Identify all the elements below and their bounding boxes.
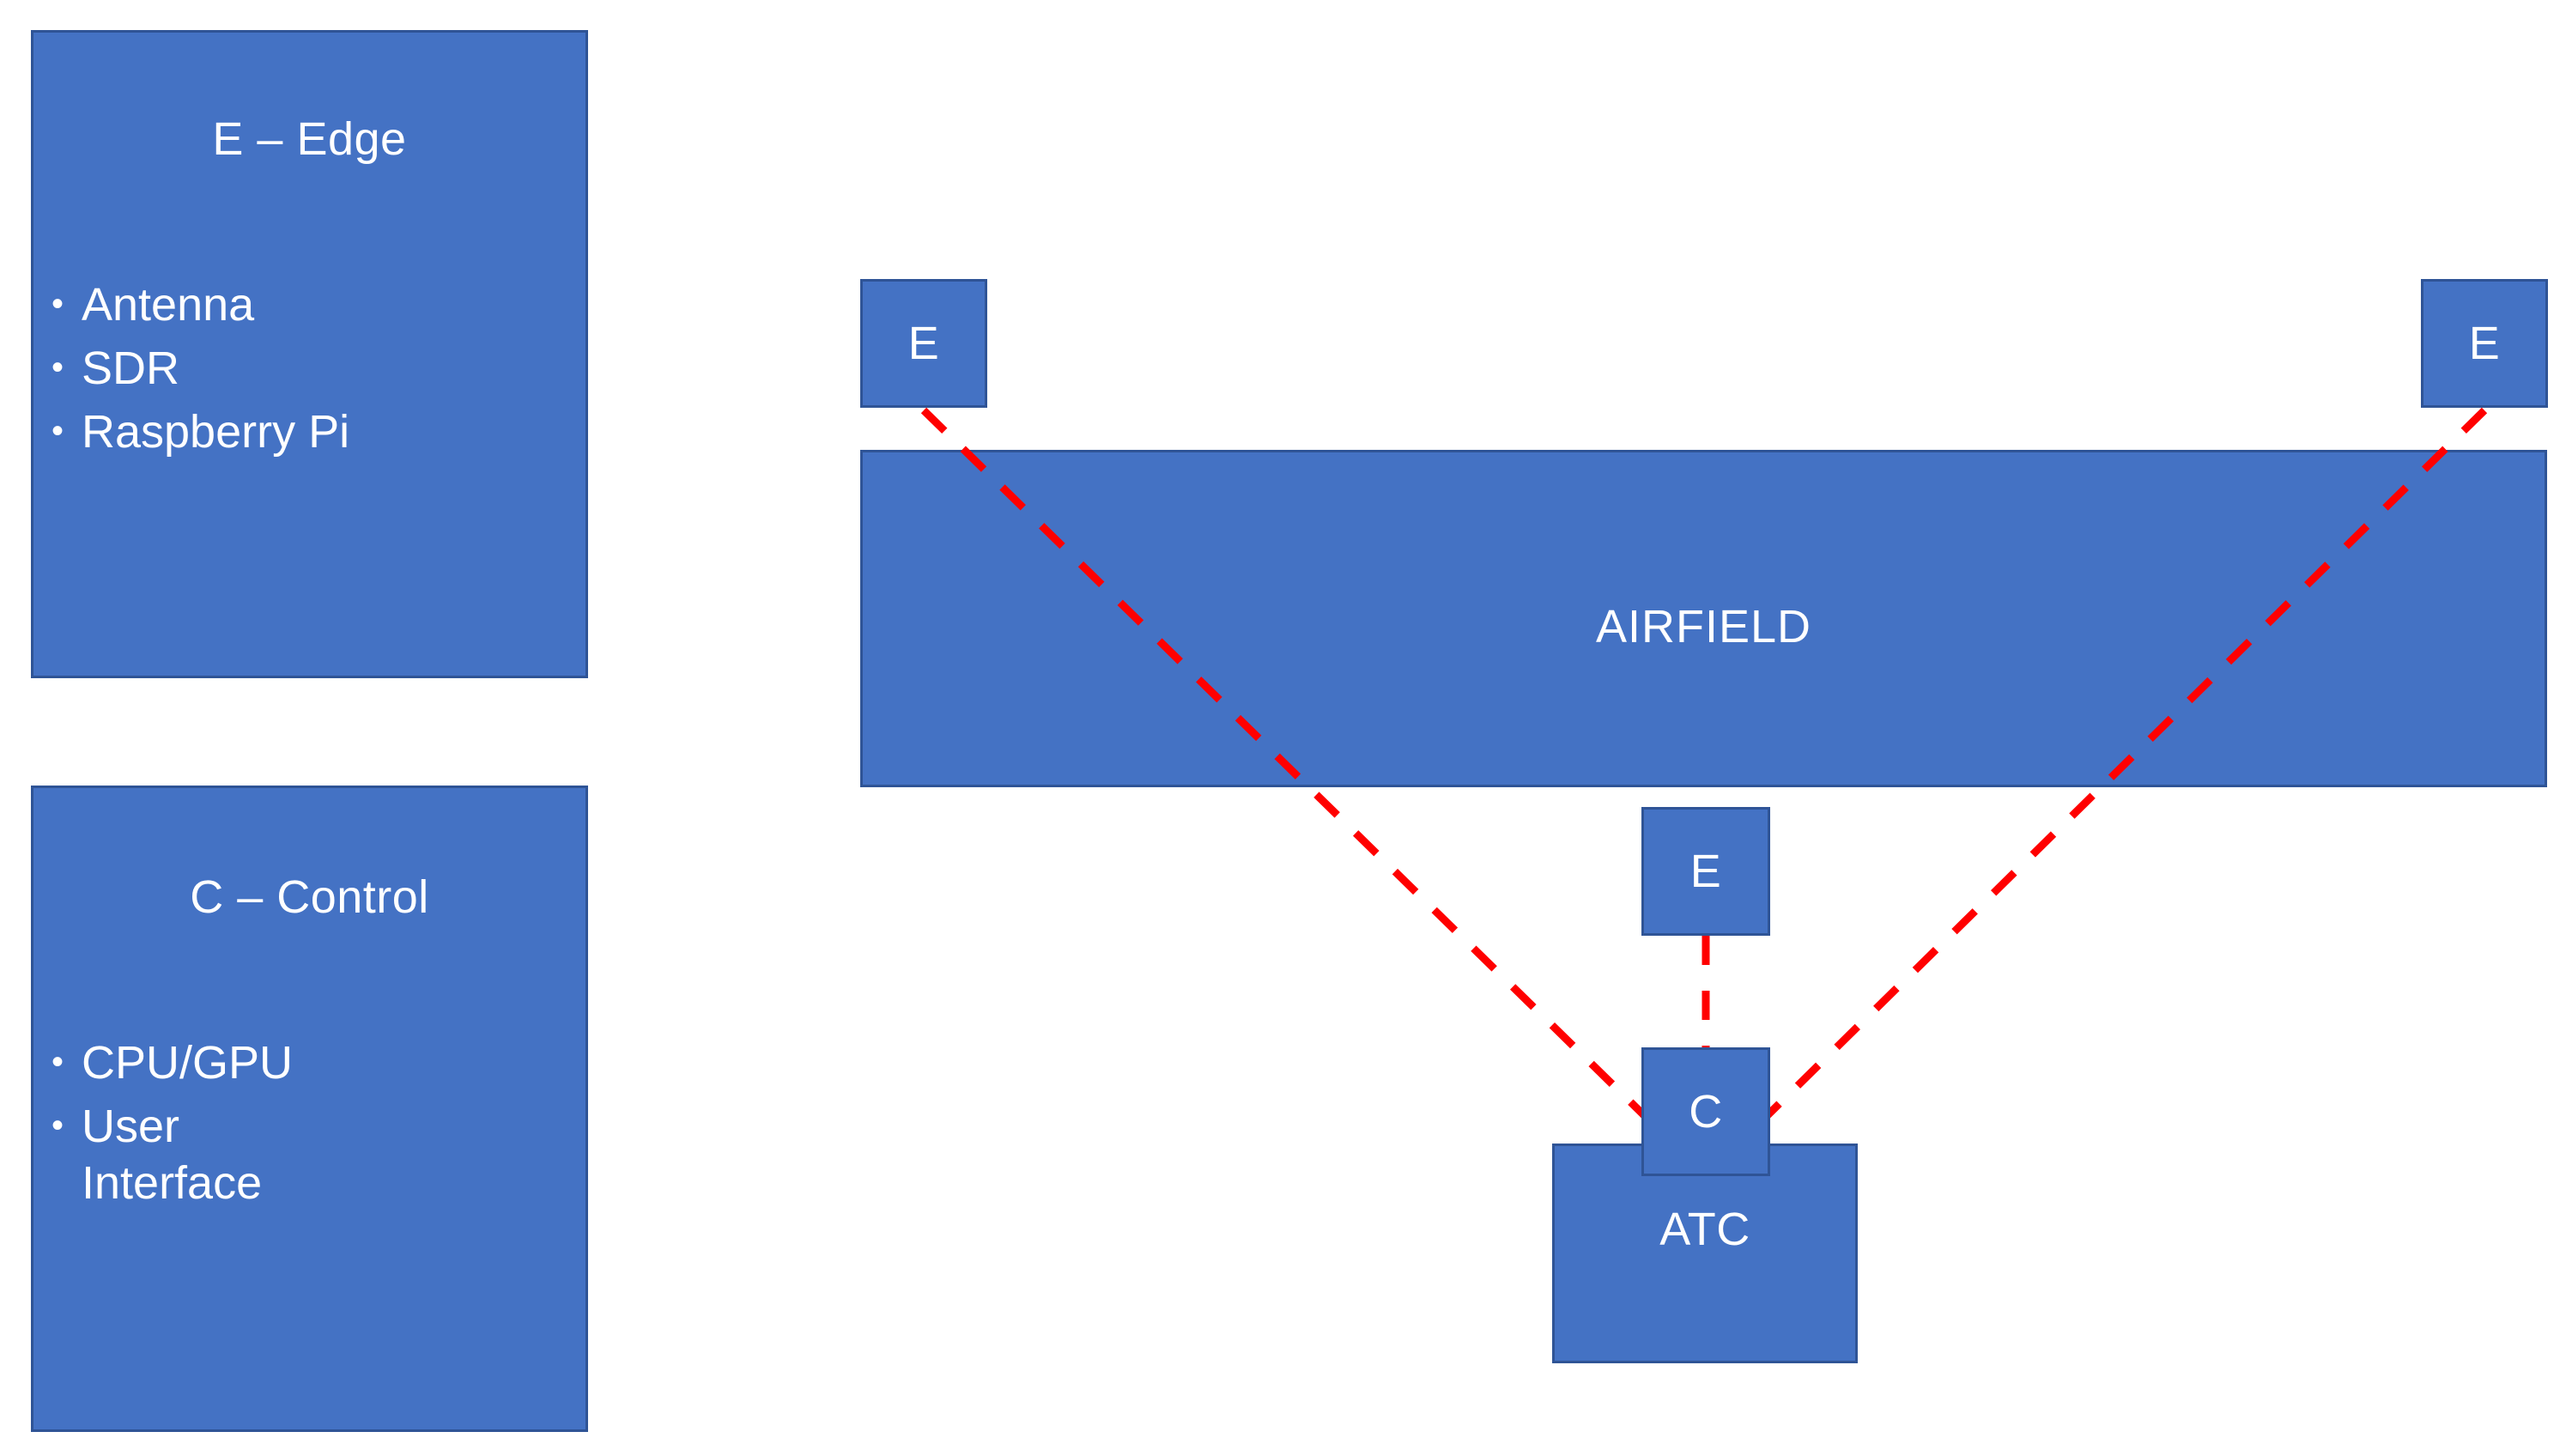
legend-panel-edge: E – Edge • Antenna • SDR • Raspberry Pi bbox=[31, 30, 588, 678]
edge-node-left-label: E bbox=[907, 318, 940, 369]
edge-node-center-label: E bbox=[1689, 846, 1722, 897]
edge-node-left: E bbox=[860, 279, 987, 408]
bullet-icon: • bbox=[51, 1043, 64, 1081]
atc-box: ATC bbox=[1552, 1144, 1858, 1363]
legend-item-label: CPU/GPU bbox=[82, 1037, 294, 1089]
legend-list-control: • CPU/GPU • User Interface bbox=[33, 1035, 585, 1219]
airfield-label: AIRFIELD bbox=[1595, 601, 1812, 652]
bullet-icon: • bbox=[51, 348, 64, 386]
edge-node-right: E bbox=[2421, 279, 2548, 408]
edge-node-right-label: E bbox=[2468, 318, 2501, 369]
legend-item-label: Raspberry Pi bbox=[82, 405, 350, 458]
legend-item-sdr: • SDR bbox=[33, 341, 585, 397]
legend-item-cpu-gpu: • CPU/GPU bbox=[33, 1035, 345, 1092]
legend-title-control: C – Control bbox=[190, 871, 429, 923]
bullet-icon: • bbox=[51, 1106, 64, 1144]
legend-list-edge: • Antenna • SDR • Raspberry Pi bbox=[33, 277, 585, 468]
legend-item-label: Antenna bbox=[82, 279, 255, 331]
airfield-box: AIRFIELD bbox=[860, 450, 2547, 787]
bullet-icon: • bbox=[51, 411, 64, 450]
atc-label: ATC bbox=[1659, 1204, 1750, 1255]
legend-item-user-interface: • User Interface bbox=[33, 1099, 345, 1212]
edge-node-center: E bbox=[1641, 807, 1770, 936]
legend-item-antenna: • Antenna bbox=[33, 277, 585, 334]
control-node-label: C bbox=[1689, 1086, 1723, 1138]
legend-item-raspberry-pi: • Raspberry Pi bbox=[33, 404, 585, 461]
legend-item-label: User Interface bbox=[82, 1100, 263, 1209]
control-node: C bbox=[1641, 1047, 1770, 1176]
legend-panel-control: C – Control • CPU/GPU • User Interface bbox=[31, 786, 588, 1432]
bullet-icon: • bbox=[51, 285, 64, 323]
legend-title-edge: E – Edge bbox=[212, 113, 407, 165]
legend-item-label: SDR bbox=[82, 342, 180, 394]
